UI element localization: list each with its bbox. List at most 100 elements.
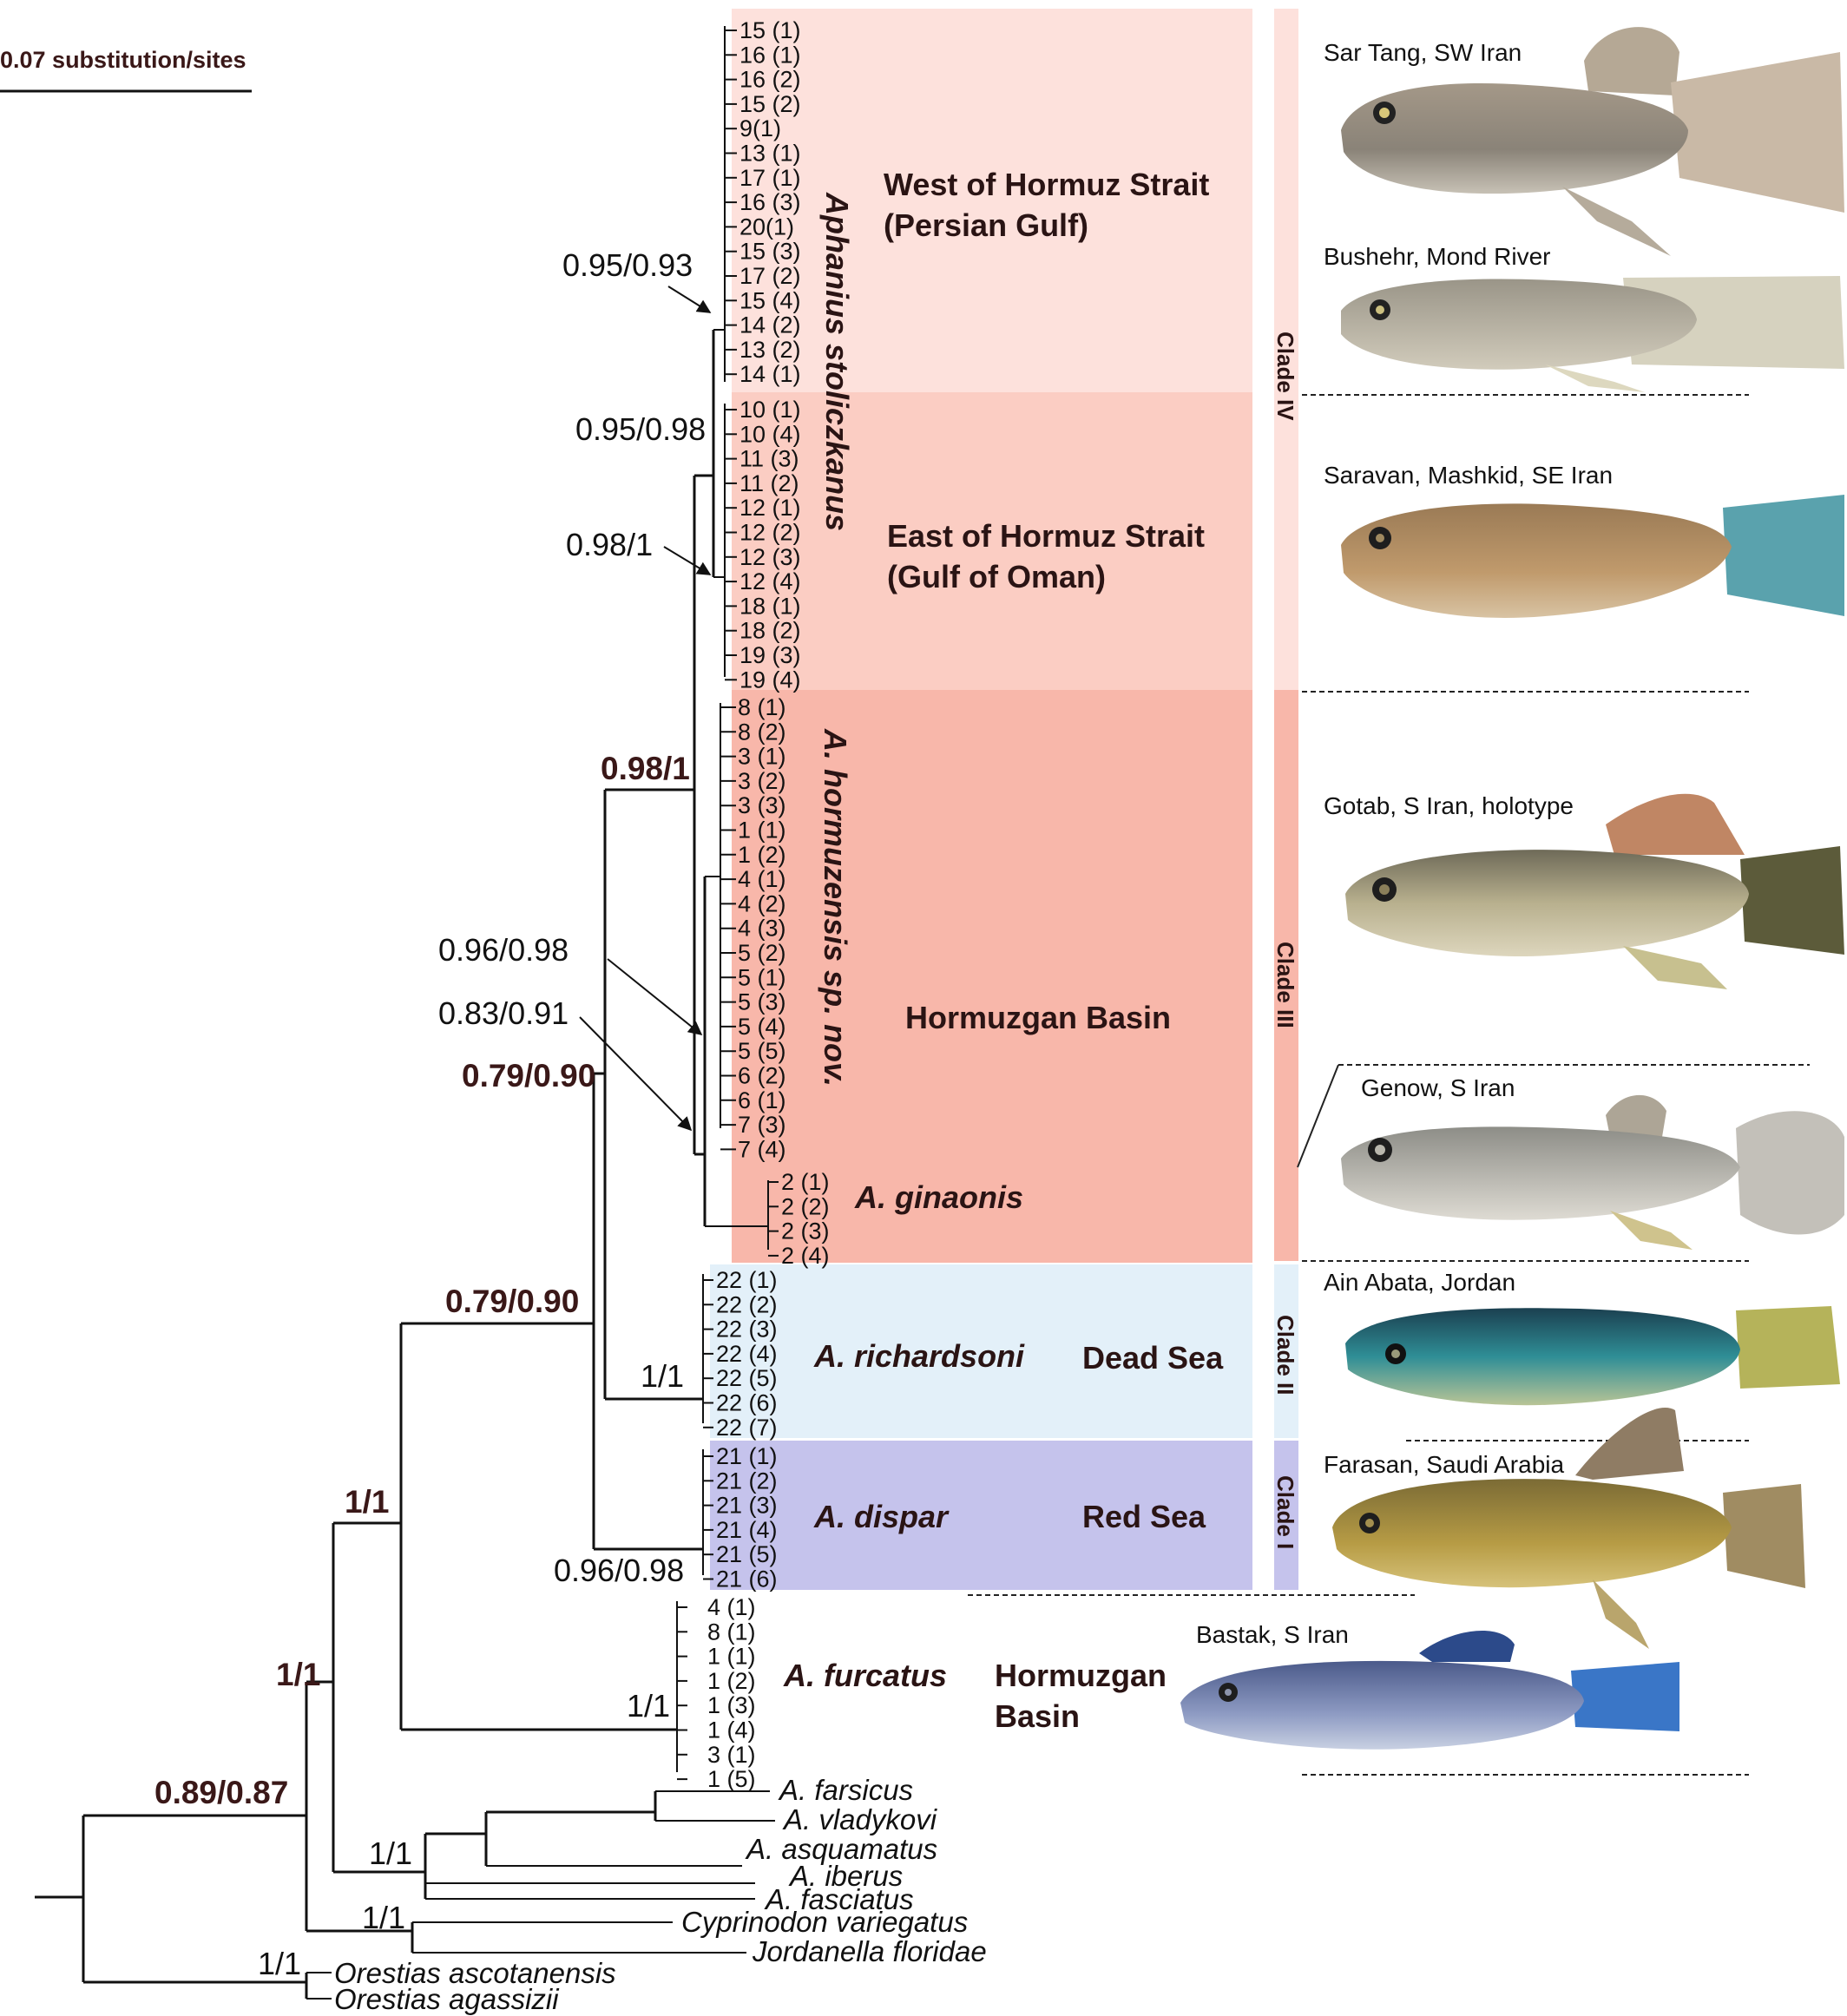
region-red-sea: Red Sea: [1082, 1499, 1206, 1534]
clade-i-label: Clade I: [1272, 1475, 1298, 1549]
tip-label: 1 (2): [707, 1668, 756, 1694]
tip-label: 2 (3): [781, 1218, 830, 1244]
support-value: 1/1: [258, 1946, 301, 1981]
tip-label: 19 (3): [739, 642, 801, 668]
tip-label: 12 (1): [739, 495, 801, 521]
support-value: 1/1: [627, 1688, 670, 1724]
fish-photo-farasan: [1332, 1408, 1805, 1649]
tip-label: 1 (2): [738, 842, 786, 868]
region-east-line2: (Gulf of Oman): [887, 559, 1106, 594]
tip-label: 10 (1): [739, 397, 801, 423]
tip-label: 3 (2): [738, 768, 786, 794]
tip-label: 5 (1): [738, 964, 786, 990]
outgroup-name: A. farsicus: [778, 1774, 913, 1806]
fish-photo-saravan: [1341, 495, 1844, 618]
tip-label: 18 (1): [739, 593, 801, 619]
scale-bar: 0.07 substitution/sites: [0, 47, 252, 93]
region-hormuzgan-line1: Hormuzgan: [995, 1658, 1167, 1693]
tip-label: 15 (3): [739, 239, 801, 265]
tip-label: 18 (2): [739, 618, 801, 644]
tip-label: 6 (1): [738, 1087, 786, 1113]
east-region-panel: [732, 392, 1252, 690]
tip-label: 15 (1): [739, 17, 801, 43]
tip-label: 14 (2): [739, 312, 801, 338]
support-value: 0.95/0.93: [562, 247, 693, 283]
tip-label: 21 (1): [716, 1443, 778, 1469]
clade-iv-bar: [1274, 9, 1298, 690]
support-value: 1/1: [641, 1358, 684, 1394]
tip-label: 22 (2): [716, 1291, 778, 1317]
outgroup-name: A. vladykovi: [782, 1803, 938, 1835]
outgroup-name: Jordanella floridae: [752, 1935, 987, 1967]
support-value: 0.96/0.98: [438, 932, 569, 968]
locality-label: Bushehr, Mond River: [1324, 243, 1550, 270]
separators: [968, 394, 1810, 1776]
tip-label: 14 (1): [739, 361, 801, 387]
fish-photo-bushehr: [1341, 276, 1844, 392]
outgroup-name: A. asquamatus: [745, 1833, 937, 1865]
species-name-stoliczkanus: Aphanius stoliczkanus: [819, 192, 855, 531]
hormuzgan-region-panel: [732, 690, 1252, 1263]
tip-label: 8 (2): [738, 719, 786, 745]
support-value: 0.96/0.98: [554, 1553, 684, 1588]
species-labels: Aphanius stoliczkanus A. hormuzensis sp.…: [783, 192, 1025, 1693]
tip-label: 1 (1): [738, 818, 786, 844]
fish-photo-sar-tang: [1341, 27, 1844, 256]
species-name-dispar: A. dispar: [813, 1499, 950, 1534]
region-west-line1: West of Hormuz Strait: [884, 167, 1209, 202]
tip-label: 3 (1): [738, 744, 786, 770]
clade-ii-bar: [1274, 1264, 1298, 1438]
tip-label: 5 (3): [738, 989, 786, 1015]
tip-label: 6 (2): [738, 1063, 786, 1089]
tip-label: 7 (4): [738, 1136, 786, 1162]
tip-label: 4 (3): [738, 916, 786, 942]
tip-label: 7 (3): [738, 1112, 786, 1138]
tip-label: 1 (3): [707, 1692, 756, 1718]
region-hormuzgan: Hormuzgan Basin: [905, 1000, 1171, 1035]
tip-label: 15 (4): [739, 287, 801, 313]
tip-label: 11 (2): [739, 470, 799, 496]
tip-label: 1 (1): [707, 1644, 756, 1670]
clade-i-bar: [1274, 1441, 1298, 1590]
tip-label: 16 (1): [739, 42, 801, 68]
support-value-bold: 0.98/1: [601, 751, 690, 786]
tip-label: 21 (2): [716, 1468, 778, 1494]
support-value: 1/1: [362, 1900, 405, 1935]
tip-label: 21 (4): [716, 1517, 778, 1543]
tip-labels: 15 (1)16 (1)16 (2)15 (2)9(1)13 (1)17 (1)…: [677, 17, 830, 1792]
tip-label: 22 (7): [716, 1415, 778, 1441]
support-value: 0.83/0.91: [438, 995, 569, 1031]
tip-label: 2 (1): [781, 1169, 830, 1195]
clade-labels: Clade IV Clade III Clade II Clade I: [1272, 332, 1298, 1549]
tip-label: 11 (3): [739, 446, 799, 472]
support-values: 0.95/0.93 0.95/0.98 0.98/1 0.98/1 0.96/0…: [154, 247, 712, 1981]
tree-branches: [35, 26, 775, 2000]
region-panels: [710, 9, 1298, 1590]
outgroup-name: A. iberus: [788, 1860, 903, 1892]
tip-label: 22 (1): [716, 1267, 778, 1293]
support-value: 0.95/0.98: [575, 411, 706, 447]
clade-ii-label: Clade II: [1272, 1315, 1298, 1395]
scale-bar-label: 0.07 substitution/sites: [0, 47, 246, 73]
fish-photo-gotab: [1345, 793, 1844, 989]
tip-label: 22 (4): [716, 1341, 778, 1367]
species-name-ginaonis: A. ginaonis: [854, 1179, 1023, 1215]
tip-label: 4 (2): [738, 890, 786, 916]
locality-label: Farasan, Saudi Arabia: [1324, 1451, 1564, 1478]
tip-label: 12 (3): [739, 544, 801, 570]
tip-label: 12 (4): [739, 568, 801, 594]
outgroup-name: Orestias ascotanensis: [334, 1957, 616, 1989]
outgroup-name: A. fasciatus: [764, 1883, 914, 1915]
tip-label: 8 (1): [738, 694, 786, 720]
fish-photo-genow: [1341, 1094, 1844, 1250]
tip-label: 2 (4): [781, 1243, 830, 1269]
tip-label: 17 (1): [739, 165, 801, 191]
tip-label: 17 (2): [739, 263, 801, 289]
support-value-bold: 1/1: [276, 1657, 320, 1692]
locality-label: Ain Abata, Jordan: [1324, 1269, 1515, 1296]
locality-label: Genow, S Iran: [1361, 1074, 1515, 1101]
tip-label: 21 (5): [716, 1541, 778, 1567]
clade-iv-label: Clade IV: [1272, 332, 1298, 421]
tip-label: 13 (1): [739, 141, 801, 167]
